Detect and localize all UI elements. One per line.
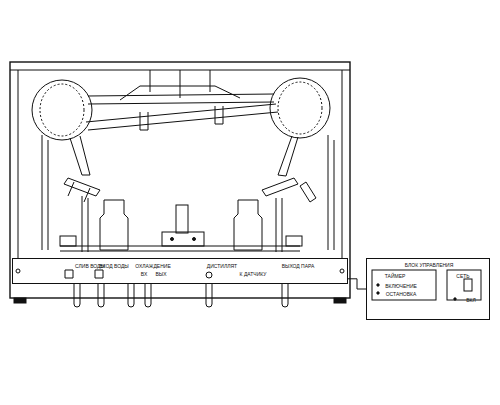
panel-label: ОХЛАЖДЕНИЕ [135,263,171,269]
panel-label: ВХ [141,271,147,277]
panel-label: ОСТАНОВКА [386,291,417,297]
panel-label: ДИСТИЛЛЯТ [207,263,237,269]
pipe [74,284,288,307]
receiver [100,200,128,250]
front-panel: СЛИВ ВОДЫВХОД ВОДЫОХЛАЖДЕНИЕВХВЫХДИСТИЛЛ… [12,258,348,284]
panel-detail [13,259,347,283]
panel-label: ВЫХ [155,271,166,277]
panel-detail [367,259,489,319]
control-unit: БЛОК УПРАВЛЕНИЯ ТАЙМЕР ВКЛЮЧЕНИЕ ОСТАНОВКА С… [366,258,490,320]
receiver [234,200,262,250]
panel-label: ВЫХОД ПАРА [282,263,315,269]
panel-label: К ДАТЧИКУ [240,271,267,277]
housing [10,62,350,298]
panel-label: СЕТЬ [456,273,469,279]
heater-block [162,232,204,246]
tube [88,94,274,104]
panel-label: ТАЙМЕР [385,273,406,279]
flask [32,80,92,140]
panel-label: ВКЛ [466,297,476,303]
unit-title: БЛОК УПРАВЛЕНИЯ [405,262,454,268]
flask [270,78,330,138]
cable [348,279,366,289]
panel-label: ВХОД ВОДЫ [99,263,129,269]
panel-label: ВКЛЮЧЕНИЕ [385,283,417,289]
clamp [64,178,316,202]
